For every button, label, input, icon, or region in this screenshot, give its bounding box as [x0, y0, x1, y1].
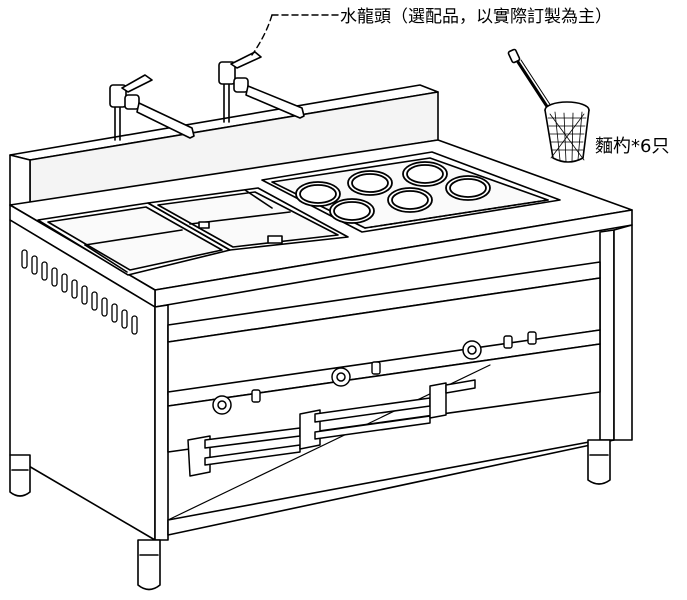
legs [9, 439, 611, 591]
faucet-left [109, 74, 195, 141]
ignition-switches [251, 331, 537, 403]
faucet-right [218, 51, 305, 123]
noodle-basket-holes [295, 161, 491, 224]
ladle-callout-label: 麵杓*6只 [595, 136, 669, 157]
control-knobs [212, 340, 482, 415]
cabinet-front-frame [154, 224, 633, 541]
faucet-leader-line [251, 14, 339, 56]
cabinet-side-panel [9, 219, 156, 541]
middle-sink [147, 187, 349, 251]
faucet-callout-label: 水龍頭（選配品，以實際訂製為主） [340, 7, 612, 27]
vent-slots [21, 249, 138, 335]
noodle-ladle [507, 48, 590, 163]
left-sink [37, 202, 231, 276]
gas-pipes [187, 379, 476, 477]
